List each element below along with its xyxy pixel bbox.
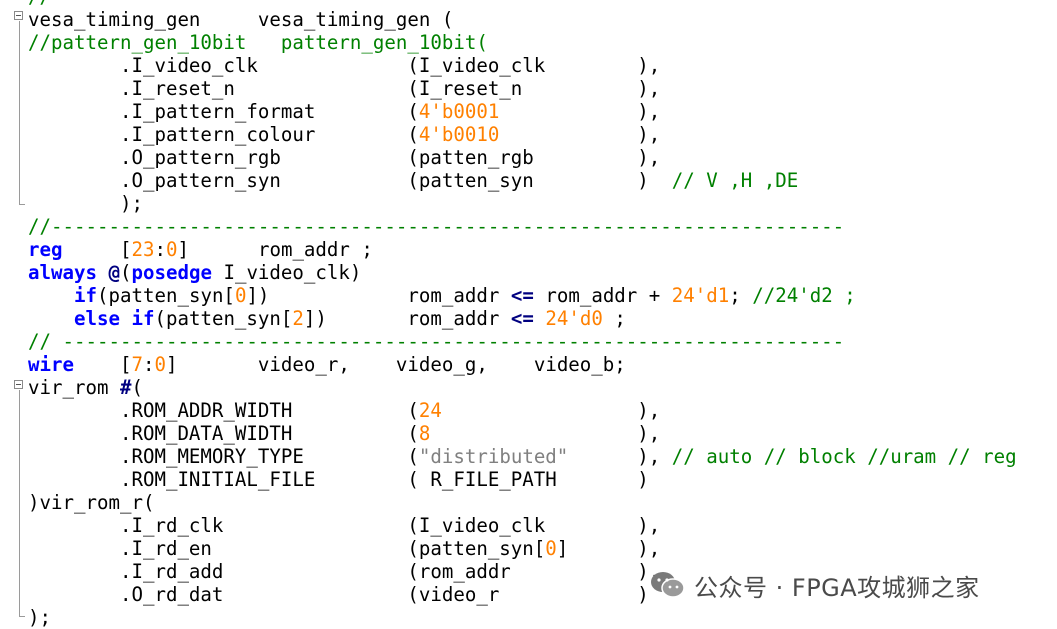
code-line[interactable]: .I_rd_en (patten_syn[0] ), <box>28 537 661 560</box>
code-line[interactable]: .I_pattern_format (4'b0001 ), <box>28 100 661 123</box>
code-line[interactable]: if(patten_syn[0]) rom_addr <= rom_addr +… <box>73 284 856 307</box>
code-line[interactable]: .I_rd_clk (I_video_clk ), <box>28 514 661 537</box>
code-line[interactable]: ); <box>28 192 143 215</box>
watermark-text: 公众号 · FPGA攻城狮之家 <box>694 573 980 602</box>
fold-guide-end <box>19 616 25 617</box>
code-line[interactable]: .I_rd_add (rom_addr ), <box>28 560 661 583</box>
code-line[interactable]: wire [7:0] video_r, video_g, video_b; <box>28 353 626 376</box>
fold-guide <box>19 21 20 204</box>
code-line[interactable]: .O_pattern_rgb (patten_rgb ), <box>28 146 661 169</box>
code-line[interactable]: .I_pattern_colour (4'b0010 ), <box>28 123 661 146</box>
fold-toggle-icon[interactable] <box>14 11 23 20</box>
fold-guide <box>19 390 20 616</box>
code-line[interactable]: .ROM_MEMORY_TYPE ("distributed" ), // au… <box>28 445 1017 468</box>
code-line[interactable]: vesa_timing_gen vesa_timing_gen ( <box>28 8 454 31</box>
code-line[interactable]: vir_rom #( <box>28 376 143 399</box>
fold-gutter <box>0 0 25 628</box>
code-line[interactable]: .ROM_ADDR_WIDTH (24 ), <box>28 399 661 422</box>
code-line[interactable]: //--------------------------------------… <box>28 215 845 238</box>
code-line[interactable]: .ROM_INITIAL_FILE ( R_FILE_PATH ) <box>28 468 649 491</box>
code-line[interactable]: .O_pattern_syn (patten_syn ) // V ,H ,DE <box>28 169 799 192</box>
code-line[interactable]: reg [23:0] rom_addr ; <box>28 238 373 261</box>
watermark: 公众号 · FPGA攻城狮之家 <box>650 565 980 605</box>
code-line[interactable]: always @(posedge I_video_clk) <box>28 261 362 284</box>
code-line[interactable]: //pattern_gen_10bit pattern_gen_10bit( <box>28 31 488 54</box>
code-text[interactable]: //vesa_timing_gen vesa_timing_gen (//pat… <box>28 0 1017 629</box>
code-line[interactable]: .I_reset_n (I_reset_n ), <box>28 77 661 100</box>
code-line[interactable]: ); <box>28 606 51 629</box>
fold-guide-end <box>19 204 25 205</box>
fold-toggle-icon[interactable] <box>14 380 23 389</box>
wechat-icon <box>650 570 686 600</box>
code-line[interactable]: .ROM_DATA_WIDTH (8 ), <box>28 422 661 445</box>
code-line[interactable]: // <box>28 0 1017 8</box>
code-line[interactable]: .O_rd_dat (video_r ) <box>28 583 649 606</box>
code-line[interactable]: else if(patten_syn[2]) rom_addr <= 24'd0… <box>73 307 626 330</box>
code-line[interactable]: .I_video_clk (I_video_clk ), <box>28 54 661 77</box>
code-line[interactable]: // -------------------------------------… <box>28 330 845 353</box>
code-line[interactable]: )vir_rom_r( <box>28 491 155 514</box>
